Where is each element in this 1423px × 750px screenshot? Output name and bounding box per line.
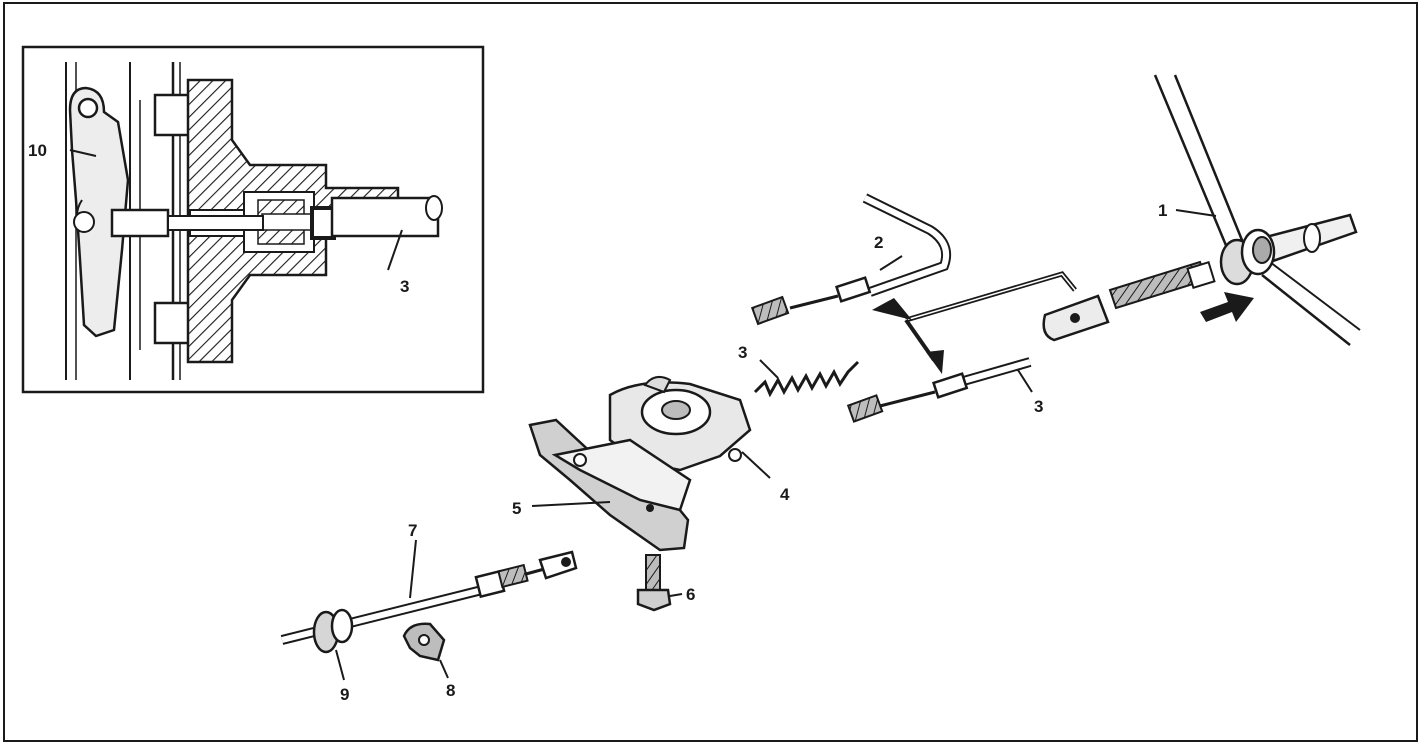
callout-1: 1 [1158,201,1167,220]
spring-3 [753,359,860,398]
callout-2: 2 [874,233,883,252]
grommet-9 [312,608,354,681]
callout-6: 6 [686,585,695,604]
callout-9: 9 [340,685,349,704]
callout-7: 7 [408,521,417,540]
callout-10: 10 [28,141,47,160]
outer-frame [3,2,1418,742]
callout-3-cable: 3 [1034,397,1043,416]
callout-8: 8 [446,681,455,700]
cable-2 [750,193,952,326]
lever-assembly [528,375,771,552]
bolt-6 [636,554,683,612]
callout-3-spring: 3 [738,343,747,362]
inset-lever-10 [68,86,130,338]
callout-3-inset: 3 [400,277,409,296]
arrow-down [926,350,944,374]
callout-5: 5 [512,499,521,518]
cable-3 [846,357,1033,423]
arrow-up-left [872,298,912,320]
inset-cable-3 [330,196,442,238]
clip-8 [402,622,449,679]
inset-detail [21,45,485,394]
body-mount-assembly [1042,74,1361,346]
direction-arrow [1200,292,1254,322]
y-bracket [872,271,1077,374]
callout-4: 4 [780,485,790,504]
